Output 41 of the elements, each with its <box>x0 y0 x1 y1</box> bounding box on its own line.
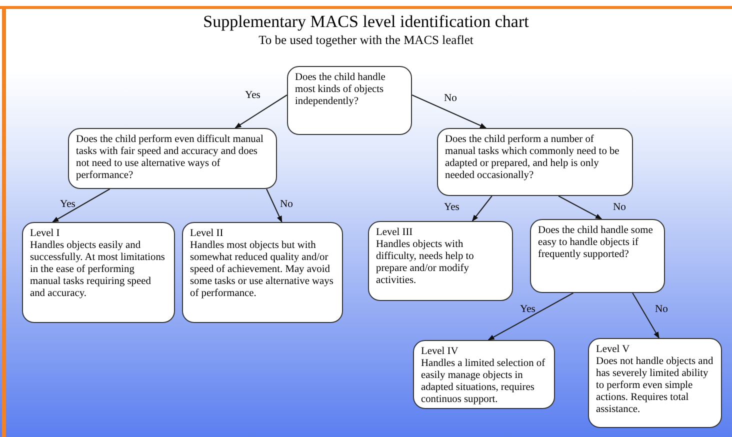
level-box <box>588 338 722 428</box>
arrow <box>632 292 660 339</box>
arrow <box>234 94 288 128</box>
question-box <box>530 219 665 293</box>
level-heading: Level III <box>376 227 414 239</box>
level-box <box>413 340 555 409</box>
level-box <box>368 221 513 301</box>
edge-label: Yes <box>245 90 260 101</box>
arrow <box>558 196 602 220</box>
level-box <box>22 222 175 323</box>
level-description: Handles objects with difficulty, needs help to prepare and/or modify activities. <box>376 239 475 287</box>
level-heading: Level IV <box>421 346 460 358</box>
level-description: Handles objects easily and successfully. At most limitations in the ease of performing manual tasks requiring speed and accuracy. <box>30 240 166 300</box>
level-description: Does not handle objects and has severely limited ability to perform even simple actions. Requires total assistance. <box>596 356 714 416</box>
chart-title: Supplementary MACS level identification chart <box>202 12 530 32</box>
level-description: Handles most objects but with somewhat reduced quality and/or speed of achievement. May avoid some tasks or use alternative ways of performance. <box>190 240 334 300</box>
level-heading: Level V <box>596 344 631 356</box>
edge-label: No <box>655 304 668 315</box>
arrow <box>412 94 487 128</box>
subtitle: To be used together with the MACS leaflet <box>258 33 474 48</box>
arrow <box>266 188 282 223</box>
question-text: Does the child handle some easy to handle objects if frequently supported? <box>538 225 654 261</box>
level-box <box>182 222 343 323</box>
edge-label: No <box>280 199 293 210</box>
question-text: Does the child handle most kinds of objects independently? <box>295 72 386 108</box>
edge-label: No <box>613 202 626 213</box>
question-box <box>68 128 277 189</box>
level-heading: Level I <box>30 228 61 240</box>
edge-label: No <box>444 93 457 104</box>
edge-label: Yes <box>444 202 460 213</box>
question-text: Does the child perform a number of manual tasks which commonly need to be adapted or prepared, and help is only needed occasionally? <box>445 134 620 182</box>
level-description: Handles a limited selection of easily manage objects in adapted situations, requires continuos support. <box>421 358 546 406</box>
question-box <box>437 128 633 196</box>
arrow <box>52 188 110 222</box>
question-text: Does the child perform even difficult manual tasks with fair speed and accuracy and does not need to use alternative ways of performance? <box>76 134 264 182</box>
level-heading: Level II <box>190 228 224 240</box>
arrow <box>472 196 492 222</box>
edge-label: Yes <box>520 304 536 315</box>
arrow <box>488 292 574 340</box>
edge-label: Yes <box>60 199 76 210</box>
question-box <box>287 66 412 135</box>
